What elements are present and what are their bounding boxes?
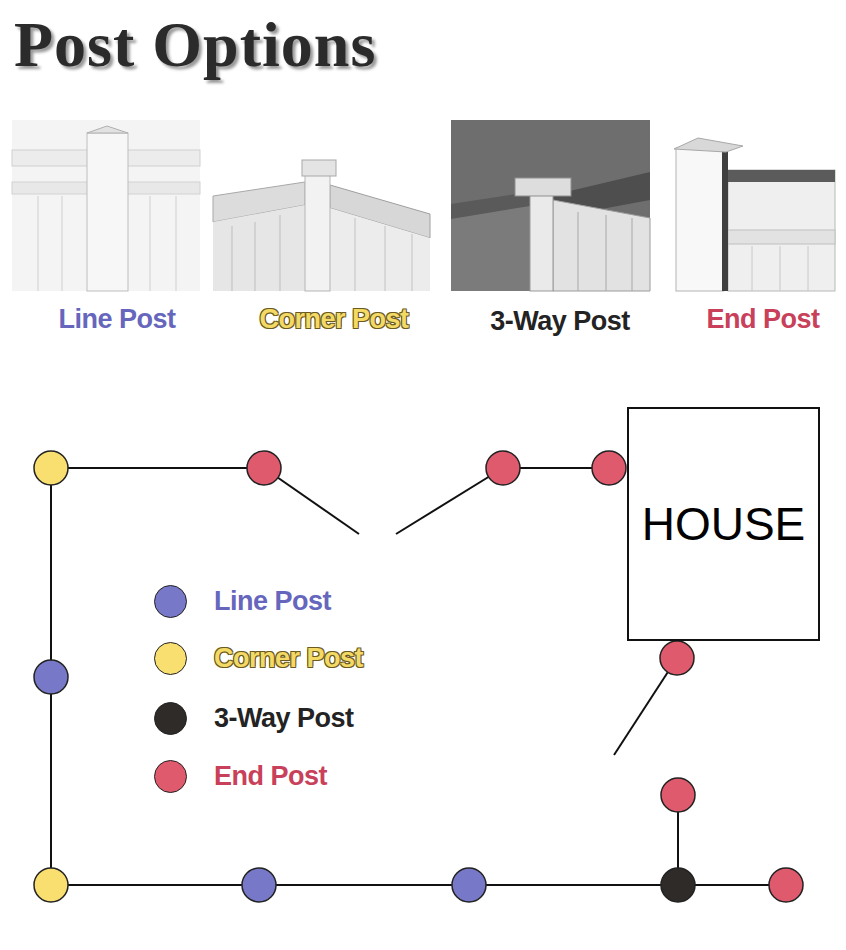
corner-post-photo <box>213 120 430 291</box>
end-post-dot <box>769 868 803 902</box>
line-post-photo <box>12 120 200 291</box>
fence-line <box>51 467 264 469</box>
end-post-photo <box>672 120 835 291</box>
end-post-dot <box>592 451 626 485</box>
three-way-post-photo <box>451 120 650 291</box>
house-label: HOUSE <box>642 497 806 551</box>
gate-line <box>396 468 503 534</box>
legend-swatch <box>154 642 187 675</box>
title: Post Options <box>14 10 376 80</box>
line-post-dot <box>452 868 486 902</box>
end-post-dot <box>660 641 694 675</box>
legend-text: Line Post <box>214 585 331 617</box>
corner-post-dot <box>34 868 68 902</box>
house-box: HOUSE <box>627 407 820 641</box>
legend-swatch <box>154 760 187 793</box>
legend-text: 3-Way Post <box>214 702 354 734</box>
end-post-dot <box>247 451 281 485</box>
legend-swatch <box>154 702 187 735</box>
corner-post-dot <box>34 451 68 485</box>
end-post-dot <box>661 778 695 812</box>
line-post-dot <box>242 868 276 902</box>
end-post-dot <box>486 451 520 485</box>
legend-swatch <box>154 585 187 618</box>
post-photo-label: Line Post <box>58 303 175 335</box>
line-post-dot <box>34 660 68 694</box>
legend-text: End Post <box>214 760 327 792</box>
post-photo-label: Corner Post <box>259 303 408 335</box>
three-way-post-dot <box>661 868 695 902</box>
post-photo-label: 3-Way Post <box>490 305 630 337</box>
post-photo-label: End Post <box>706 303 819 335</box>
legend-text: Corner Post <box>214 642 363 674</box>
